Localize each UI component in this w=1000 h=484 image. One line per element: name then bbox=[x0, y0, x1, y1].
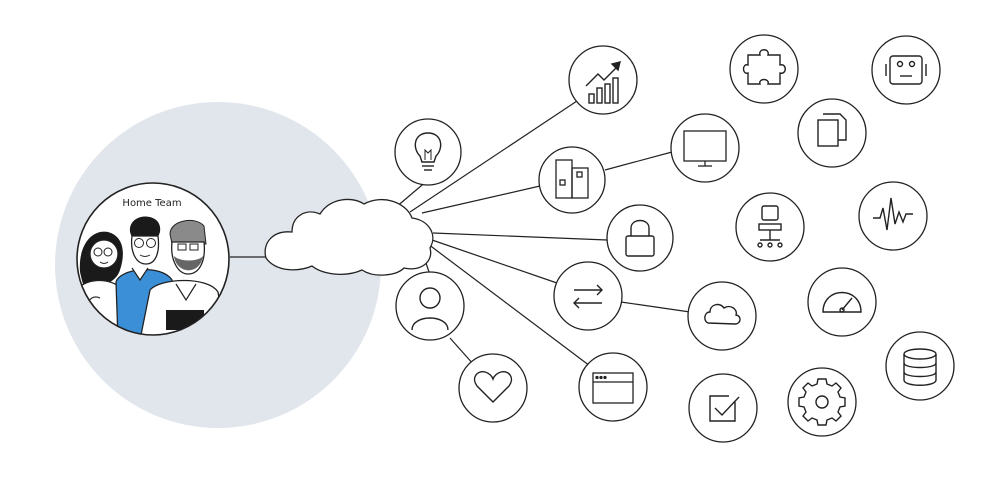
node-database[interactable] bbox=[885, 331, 955, 401]
connector-transfer-cloud bbox=[620, 301, 691, 313]
node-puzzle[interactable] bbox=[729, 34, 799, 104]
node-robot[interactable] bbox=[871, 35, 941, 105]
connector-cloud-chart bbox=[409, 96, 584, 213]
node-checkbox[interactable] bbox=[688, 373, 758, 443]
browser-window-icon bbox=[592, 372, 634, 404]
connector-buildings-monitor bbox=[604, 151, 673, 171]
cloud-icon bbox=[264, 198, 434, 276]
pulse-wave-icon bbox=[873, 197, 913, 231]
cloud-icon bbox=[704, 303, 741, 325]
lock-icon bbox=[625, 219, 655, 257]
team-portrait[interactable]: Home Team bbox=[76, 182, 230, 340]
node-monitor[interactable] bbox=[670, 113, 740, 183]
node-browser[interactable] bbox=[578, 352, 648, 422]
node-transfer[interactable] bbox=[553, 261, 623, 331]
node-user[interactable] bbox=[395, 271, 465, 341]
node-office-chair[interactable] bbox=[735, 192, 805, 262]
robot-icon bbox=[885, 55, 927, 85]
node-heart[interactable] bbox=[458, 353, 528, 423]
documents-icon bbox=[817, 113, 847, 147]
speedometer-icon bbox=[822, 291, 862, 313]
node-settings[interactable] bbox=[787, 367, 857, 437]
database-icon bbox=[903, 348, 937, 386]
office-chair-icon bbox=[757, 205, 783, 248]
connector-cloud-transfer bbox=[431, 239, 558, 284]
node-buildings[interactable] bbox=[538, 146, 606, 214]
node-lightbulb[interactable] bbox=[394, 118, 462, 186]
user-icon bbox=[411, 287, 449, 331]
node-cloud[interactable] bbox=[687, 281, 757, 351]
heart-icon bbox=[473, 371, 513, 403]
gear-icon bbox=[798, 378, 846, 426]
connector-user-heart bbox=[449, 337, 475, 366]
node-documents[interactable] bbox=[797, 98, 867, 168]
lightbulb-icon bbox=[414, 132, 442, 171]
connector-cloud-buildings bbox=[421, 185, 541, 214]
connector-cloud-lock bbox=[432, 232, 608, 241]
connector-cloud-browser bbox=[427, 243, 591, 367]
puzzle-icon bbox=[742, 49, 786, 85]
node-lock[interactable] bbox=[606, 204, 674, 272]
team-label: Home Team bbox=[122, 198, 181, 209]
buildings-icon bbox=[555, 159, 589, 199]
node-growth-chart[interactable] bbox=[568, 45, 638, 115]
monitor-icon bbox=[683, 130, 727, 167]
checkbox-icon bbox=[709, 395, 740, 422]
cloud-hub[interactable] bbox=[264, 198, 434, 276]
growth-chart-icon bbox=[585, 61, 621, 104]
node-pulse[interactable] bbox=[858, 181, 928, 251]
transfer-arrows-icon bbox=[573, 284, 603, 309]
node-gauge[interactable] bbox=[807, 267, 877, 337]
